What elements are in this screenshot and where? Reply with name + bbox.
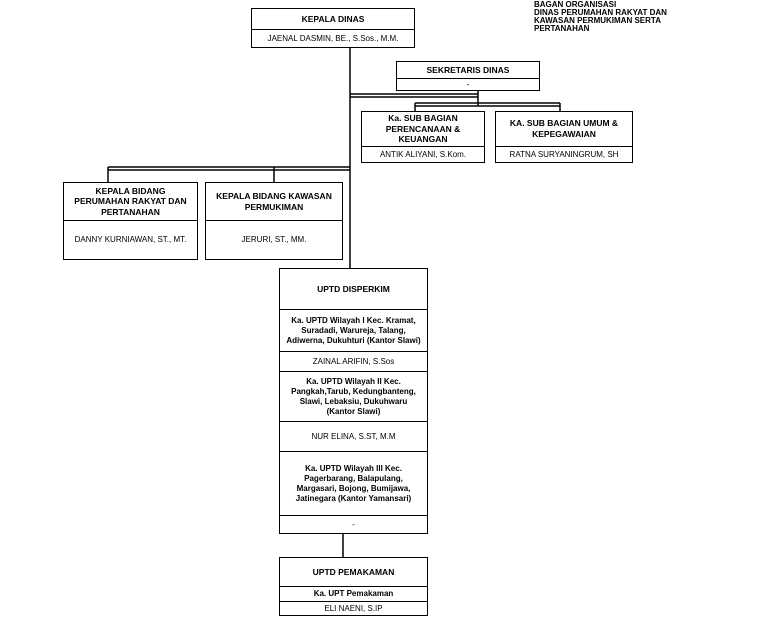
kepala-dinas-name: JAENAL DASMIN, BE., S.Sos., M.M. — [252, 29, 414, 47]
subbag-umum-title: KA. SUB BAGIAN UMUM & KEPEGAWAIAN — [509, 118, 619, 139]
bidang-perumahan-title: KEPALA BIDANG PERUMAHAN RAKYAT DAN PERTA… — [74, 185, 187, 217]
bidang-perumahan-box: KEPALA BIDANG PERUMAHAN RAKYAT DAN PERTA… — [63, 182, 198, 260]
chart-title-line3: KAWASAN PERMUKIMAN SERTA — [534, 16, 661, 25]
sekretaris-title: SEKRETARIS DINAS — [426, 64, 510, 75]
subbag-perencanaan-box: Ka. SUB BAGIAN PERENCANAAN & KEUANGAN AN… — [361, 111, 485, 163]
uptd-wilayah2-name: NUR ELINA, S.ST, M.M — [280, 421, 427, 451]
subbag-umum-box: KA. SUB BAGIAN UMUM & KEPEGAWAIAN RATNA … — [495, 111, 633, 163]
subbag-umum-name: RATNA SURYANINGRUM, SH — [496, 146, 632, 162]
uptd-wilayah1-name: ZAINAL ARIFIN, S.Sos — [280, 351, 427, 371]
uptd-wilayah2-title: Ka. UPTD Wilayah II Kec. Pangkah,Tarub, … — [280, 371, 427, 421]
bidang-kawasan-box: KEPALA BIDANG KAWASAN PERMUKIMAN JERURI,… — [205, 182, 343, 260]
uptd-disperkim-title: UPTD DISPERKIM — [317, 283, 390, 294]
chart-title-line1: BAGAN ORGANISASI — [534, 0, 617, 9]
sekretaris-name: - — [397, 78, 539, 90]
uptd-pemakaman-name: ELI NAENI, S.IP — [280, 601, 427, 615]
kepala-dinas-box: KEPALA DINAS JAENAL DASMIN, BE., S.Sos.,… — [251, 8, 415, 48]
bidang-kawasan-title: KEPALA BIDANG KAWASAN PERMUKIMAN — [216, 190, 332, 212]
bidang-kawasan-name: JERURI, ST., MM. — [206, 220, 342, 259]
uptd-pemakaman-title: UPTD PEMAKAMAN — [312, 566, 395, 577]
chart-title: BAGAN ORGANISASI DINAS PERUMAHAN RAKYAT … — [534, 1, 764, 33]
uptd-disperkim-box: UPTD DISPERKIM Ka. UPTD Wilayah I Kec. K… — [279, 268, 428, 534]
bidang-perumahan-name: DANNY KURNIAWAN, ST., MT. — [64, 220, 197, 259]
subbag-perencanaan-name: ANTIK ALIYANI, S.Kom. — [362, 146, 484, 162]
subbag-perencanaan-title: Ka. SUB BAGIAN PERENCANAAN & KEUANGAN — [385, 113, 461, 145]
chart-title-line4: PERTANAHAN — [534, 24, 590, 33]
uptd-wilayah3-title: Ka. UPTD Wilayah III Kec. Pagerbarang, B… — [280, 451, 427, 515]
chart-title-line2: DINAS PERUMAHAN RAKYAT DAN — [534, 8, 667, 17]
kepala-dinas-title: KEPALA DINAS — [301, 13, 365, 24]
sekretaris-box: SEKRETARIS DINAS - — [396, 61, 540, 91]
uptd-pemakaman-box: UPTD PEMAKAMAN Ka. UPT Pemakaman ELI NAE… — [279, 557, 428, 616]
uptd-wilayah1-title: Ka. UPTD Wilayah I Kec. Kramat, Suradadi… — [280, 309, 427, 351]
uptd-wilayah3-name: - — [280, 515, 427, 533]
uptd-pemakaman-subtitle: Ka. UPT Pemakaman — [280, 586, 427, 601]
